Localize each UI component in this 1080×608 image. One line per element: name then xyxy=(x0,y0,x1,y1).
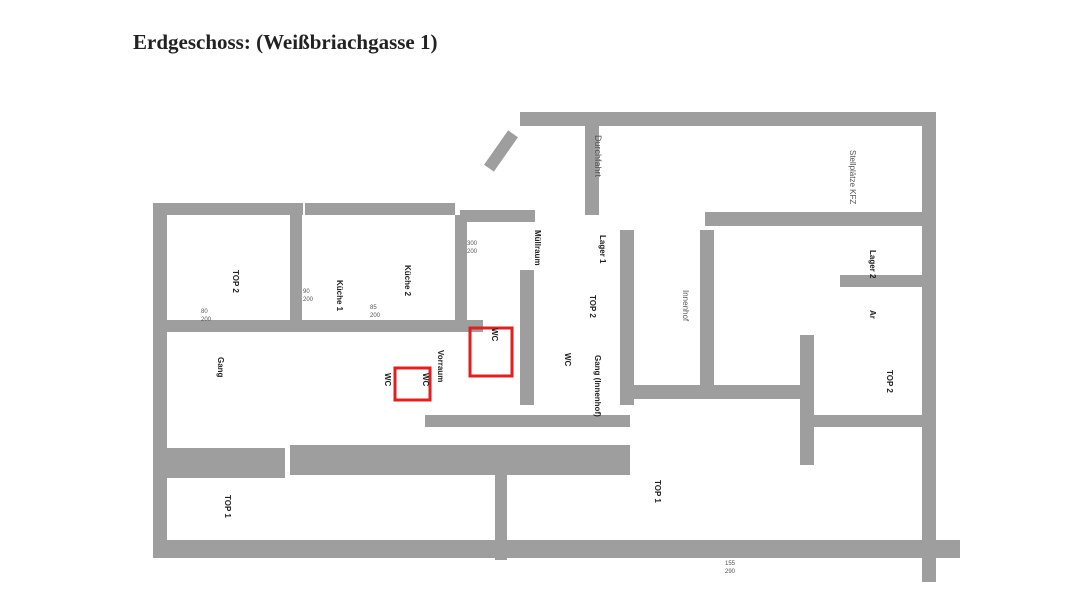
wall-hall-top xyxy=(153,320,483,332)
room-label: TOP 2 xyxy=(231,270,240,293)
dimension-label: 200 xyxy=(370,313,381,319)
wall-top-left xyxy=(153,203,303,215)
dimension-label: 290 xyxy=(725,569,736,575)
wall-lower-h xyxy=(165,448,285,478)
room-label: Ar xyxy=(868,310,877,319)
wall-top-mid xyxy=(585,120,599,215)
page-title: Erdgeschoss: (Weißbriachgasse 1) xyxy=(133,30,438,54)
wall-lager2-bottom xyxy=(840,275,935,287)
room-label: Lager 1 xyxy=(598,235,607,264)
room-label: TOP 2 xyxy=(588,295,597,318)
wall-top-mid2 xyxy=(460,210,535,222)
room-label: TOP 1 xyxy=(223,495,232,518)
floor-plan: TOP 2 Küche 1 Küche 2 Müllraum Lager 1 D… xyxy=(153,112,960,582)
room-label: Gang (Innenhof) xyxy=(593,355,602,417)
room-label: WC xyxy=(563,353,572,367)
dimension-label: 200 xyxy=(467,249,478,255)
wall-center-v xyxy=(520,270,534,405)
room-label: Durchfahrt xyxy=(593,135,603,178)
wall-hof-left xyxy=(700,230,714,390)
room-label: Küche 2 xyxy=(403,265,412,297)
room-label: WC xyxy=(421,373,430,387)
room-label: Gang xyxy=(216,357,225,378)
dimension-label: 200 xyxy=(201,317,212,323)
room-label: Lager 2 xyxy=(868,250,877,279)
dimension-label: 200 xyxy=(303,297,314,303)
dimension-label: 300 xyxy=(467,241,478,247)
wall-right-mid-v xyxy=(800,335,814,465)
wall-hof-bottom xyxy=(630,385,800,399)
room-label: Müllraum xyxy=(533,230,542,266)
dimension-label: 85 xyxy=(370,305,377,311)
room-label: TOP 1 xyxy=(653,480,662,503)
wall-inner-h xyxy=(425,415,630,427)
wall-top-left2 xyxy=(305,203,455,215)
walls xyxy=(153,112,960,582)
wall-top-right xyxy=(520,112,935,126)
dimension-label: 80 xyxy=(201,309,208,315)
room-label: Küche 1 xyxy=(335,280,344,312)
wall-right-upper-h xyxy=(705,212,925,226)
wall-right-outer xyxy=(922,112,936,582)
wall-lower-mid xyxy=(290,445,630,475)
wall-mid-v1 xyxy=(290,215,302,320)
wc-highlights xyxy=(393,326,514,402)
dimension-label: 155 xyxy=(725,561,736,567)
room-label: Stellplätze KFZ xyxy=(848,150,857,204)
wc-highlight-lower xyxy=(393,366,432,402)
room-labels: TOP 2 Küche 1 Küche 2 Müllraum Lager 1 D… xyxy=(216,135,894,518)
wall-diag xyxy=(484,130,518,172)
wc-highlight-upper xyxy=(468,326,514,378)
dimension-labels: 90 200 80 200 85 200 300 200 155 290 xyxy=(201,241,736,575)
wall-bottom xyxy=(153,540,960,558)
wall-left-outer xyxy=(153,203,167,553)
room-label: Innenhof xyxy=(681,290,690,322)
wall-center-v2 xyxy=(620,230,634,405)
room-label: WC xyxy=(383,373,392,387)
room-label: Vorraum xyxy=(436,350,445,382)
wall-right-mid-h xyxy=(800,415,930,427)
wall-mid-v2 xyxy=(455,215,467,330)
room-label: WC xyxy=(490,328,499,342)
dimension-label: 90 xyxy=(303,289,310,295)
room-label: TOP 2 xyxy=(885,370,894,393)
wall-bottom-mid-v xyxy=(495,475,507,560)
